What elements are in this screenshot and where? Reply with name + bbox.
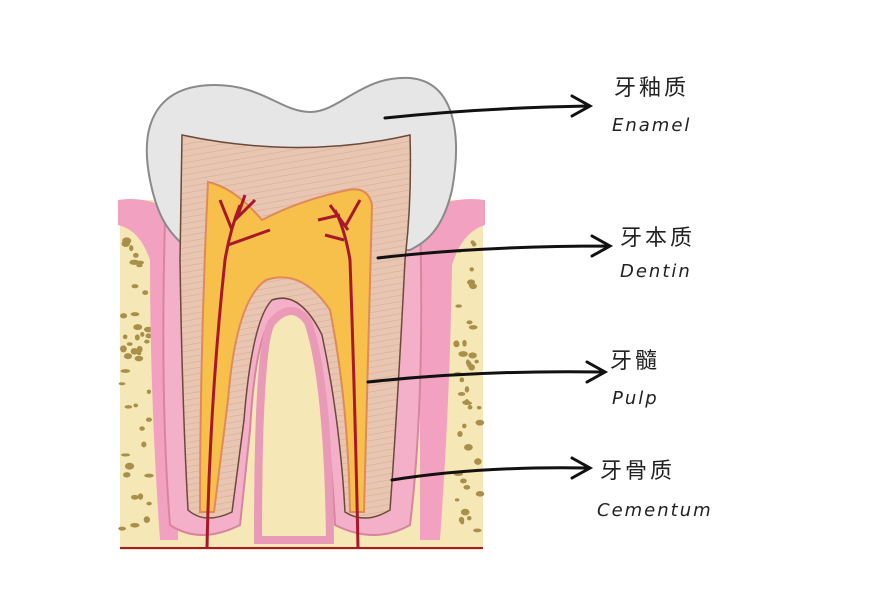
bone-pore [146, 389, 151, 395]
bone-pore [476, 405, 482, 410]
bone-pore [136, 345, 143, 353]
arrow-dentin [376, 234, 614, 260]
bone-pore [131, 494, 139, 500]
bone-pore [459, 377, 465, 383]
bone-pore [466, 516, 472, 521]
bone-pore [118, 382, 126, 386]
label-enamel-zh: 牙釉质 [614, 76, 690, 101]
label-cementum-zh: 牙骨质 [600, 459, 676, 484]
bone-pore [145, 417, 152, 422]
bone-pore [468, 352, 477, 359]
bone-pore [473, 528, 482, 533]
bone-pore [471, 242, 477, 247]
bone-pore [143, 516, 150, 524]
bone-pore [120, 313, 128, 319]
bone-pore [474, 359, 479, 364]
gum-right [420, 199, 485, 540]
bone-pore [144, 339, 150, 344]
bone-pore [122, 334, 128, 340]
bone-pore [146, 501, 152, 506]
bone-pore [474, 458, 482, 465]
bone-pore [120, 369, 131, 373]
bone-pore [118, 526, 126, 531]
bone-pore [453, 340, 460, 348]
bone-pore [463, 484, 471, 490]
bone-pore [121, 453, 131, 457]
bone-pore [469, 267, 474, 272]
bone-pore [133, 324, 143, 331]
bone-pore [137, 493, 144, 500]
bone-pore [458, 516, 465, 523]
bone-pore [134, 334, 140, 341]
arrow-pulp [366, 360, 609, 384]
bone-pore [124, 405, 133, 409]
bone-pore [467, 405, 473, 410]
bone-pore [136, 263, 143, 268]
label-pulp-zh: 牙髓 [610, 349, 661, 374]
label-dentin-zh: 牙本质 [620, 226, 696, 251]
bone-pore [467, 279, 476, 286]
blood-vessels [120, 194, 483, 549]
bone-pore [130, 312, 140, 317]
bone-pore [464, 443, 473, 451]
bone-pore [134, 355, 144, 362]
bone-pore [129, 245, 134, 252]
label-dentin-en: Dentin [620, 261, 692, 282]
bone-pore [121, 240, 130, 247]
bone-pore [475, 491, 485, 497]
bone-pore [130, 522, 140, 528]
bone-pore [458, 351, 468, 357]
bone-pore [468, 325, 478, 330]
pointer-arrows [366, 94, 614, 482]
arrow-enamel [383, 94, 594, 120]
bone-pore [140, 331, 145, 337]
label-enamel-en: Enamel [612, 115, 692, 136]
bone-pore [130, 347, 138, 355]
bone-pore [466, 320, 473, 325]
bone-pore [460, 478, 467, 484]
bone-pore [145, 333, 153, 339]
bone-pore [468, 364, 475, 371]
bone-pore [462, 423, 467, 429]
bone-pore [144, 473, 154, 478]
bone-pore [129, 259, 140, 265]
inter-radicular-tissue [253, 307, 335, 544]
label-pulp-en: Pulp [612, 388, 659, 409]
bone-pore [133, 403, 139, 408]
bone-pore [141, 441, 147, 448]
bone-pore [462, 339, 467, 347]
label-cementum-en: Cementum [597, 500, 713, 521]
bone-pore [132, 252, 139, 258]
bone-pore [457, 392, 466, 396]
bone-pore [139, 426, 145, 431]
bone-pore [454, 498, 460, 502]
bone-pore [475, 419, 485, 426]
pulp [198, 180, 374, 513]
bone-pore [131, 284, 139, 289]
bone-pore [123, 353, 133, 360]
bone-pore [464, 399, 470, 406]
bone-pore [455, 304, 463, 308]
bone-pore [123, 472, 131, 478]
arrow-cementum [390, 456, 594, 482]
bone-pore [457, 431, 463, 437]
bone-pore [460, 508, 470, 516]
bone-pore [126, 342, 133, 346]
bone-pore [120, 345, 127, 353]
bone-pore [142, 290, 149, 295]
bone-pore [124, 462, 135, 470]
bone-pore [464, 386, 470, 393]
